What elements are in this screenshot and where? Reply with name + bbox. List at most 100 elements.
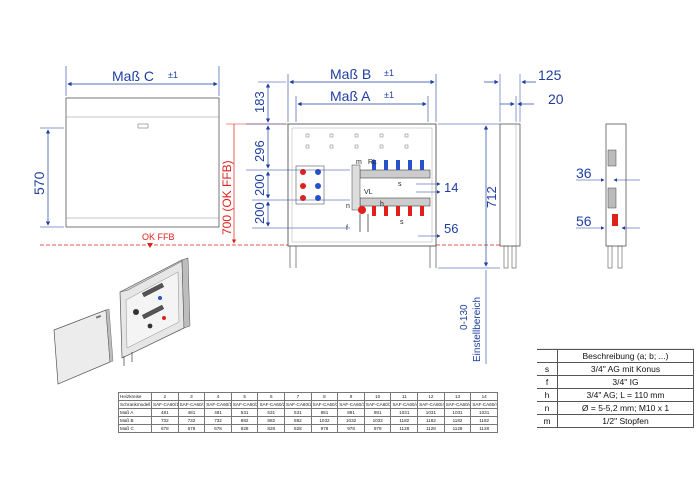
dim-table-cell: SAF-CA60/3 bbox=[310, 400, 339, 409]
legend-key: n bbox=[537, 401, 558, 415]
dim-table-cell: SAF-CA60/2 bbox=[230, 400, 259, 409]
dim-table-cell: 978 bbox=[337, 424, 365, 433]
legend-key: h bbox=[537, 388, 558, 402]
dim-table-cell: 9 bbox=[337, 392, 365, 401]
dim-table-cell: 1031 bbox=[470, 408, 498, 417]
dim-table-cell: Heizkreise bbox=[118, 392, 152, 401]
dim-table-cell: 531 bbox=[284, 408, 312, 417]
dim-table-cell: 882 bbox=[284, 416, 312, 425]
dim-table-cell: Maß B bbox=[118, 416, 152, 425]
dim-table-cell: 6 bbox=[257, 392, 286, 401]
dim-table-cell: 881 bbox=[337, 408, 365, 417]
einstellbereich-dimension: 0-130 Einstellbereich bbox=[459, 270, 487, 364]
dimension-56-center: 56 bbox=[418, 221, 458, 238]
dim-table-cell: 1182 bbox=[390, 416, 419, 425]
dim-table-cell: SAF-CA60/4 bbox=[443, 400, 472, 409]
dim-table-cell: 3 bbox=[177, 392, 206, 401]
dim-table-cell: SAF-CA60/4 bbox=[417, 400, 445, 409]
dimension-36: 36 bbox=[576, 165, 640, 182]
mass-b-label: Maß B bbox=[330, 66, 371, 82]
dim-570-label: 570 bbox=[31, 171, 47, 195]
dim-table-cell: 12 bbox=[417, 392, 445, 401]
dim-table-cell: 732 bbox=[151, 416, 179, 425]
mass-c-label: Maß C bbox=[112, 68, 154, 84]
dim-table-cell: SAF-CA60/2 bbox=[284, 400, 312, 409]
dimension-20: 20 bbox=[500, 91, 564, 122]
ok-ffb-label: OK FFB bbox=[142, 232, 175, 242]
label-vl: VL bbox=[364, 189, 373, 196]
dim-table-cell: Maß C bbox=[118, 424, 152, 433]
dim-table-cell: Maß A bbox=[118, 408, 152, 417]
dimension-mass-a: Maß A ±1 bbox=[295, 88, 429, 122]
legend-key: m bbox=[537, 414, 558, 428]
dim-table-cell: 978 bbox=[310, 424, 339, 433]
label-h: h bbox=[380, 201, 384, 208]
ok-ffb-line: OK FFB bbox=[40, 232, 500, 248]
dimension-200-bottom: 200 bbox=[252, 201, 350, 229]
legend-row: h 3/4" AG; L = 110 mm bbox=[537, 388, 694, 402]
dim-table-cell: 1128 bbox=[417, 424, 445, 433]
dimension-712: 712 bbox=[438, 123, 500, 269]
dim-table-cell: 1182 bbox=[443, 416, 472, 425]
legend-table: Beschreibung (a; b; ...) s 3/4" AG mit K… bbox=[537, 349, 694, 428]
dim-table-cell: 828 bbox=[230, 424, 259, 433]
dimension-570: 570 bbox=[31, 127, 64, 228]
dim-table-cell: 10 bbox=[363, 392, 392, 401]
dim-table-cell: SAF-CA60/2 bbox=[257, 400, 286, 409]
dim-table-cell: 1032 bbox=[310, 416, 339, 425]
isometric-cabinet-view bbox=[53, 257, 191, 385]
side-view-cabinet bbox=[499, 123, 521, 269]
legend-key: s bbox=[537, 362, 558, 376]
dim-56a-label: 56 bbox=[444, 221, 458, 236]
dimension-14: 14 bbox=[416, 180, 458, 195]
legend-value: 1/2" Stopfen bbox=[557, 414, 694, 428]
open-cabinet-front-view: m RL VL s s n f h bbox=[287, 123, 437, 268]
dimension-56-side: 56 bbox=[576, 213, 640, 230]
legend-value: 3/4" AG; L = 110 mm bbox=[557, 388, 694, 402]
legend-key: f bbox=[537, 375, 558, 389]
legend-value: 3/4" IG bbox=[557, 375, 694, 389]
dim-table-cell: 1031 bbox=[390, 408, 419, 417]
dim-table-cell: 481 bbox=[177, 408, 206, 417]
dim-table-cell: 828 bbox=[284, 424, 312, 433]
label-rl: RL bbox=[368, 159, 377, 166]
dimension-183: 183 bbox=[252, 81, 286, 123]
dim-table-cell: 678 bbox=[177, 424, 206, 433]
dim-table-cell: 1031 bbox=[443, 408, 472, 417]
dim-table-cell: SAF-CA60/1 bbox=[204, 400, 232, 409]
dim-table-cell: SAF-CA60/1 bbox=[151, 400, 179, 409]
dim-table-cell: 828 bbox=[257, 424, 286, 433]
closed-cabinet-front-view bbox=[65, 97, 220, 228]
dim-183-label: 183 bbox=[252, 91, 267, 113]
dim-table-cell: SAF-CA60/4 bbox=[470, 400, 498, 409]
mass-c-tol: ±1 bbox=[168, 70, 178, 80]
label-m: m bbox=[356, 159, 362, 166]
dim-200a-label: 200 bbox=[252, 174, 267, 196]
dim-table-cell: SAF-CA60/3 bbox=[363, 400, 392, 409]
dim-table-cell: 1032 bbox=[337, 416, 365, 425]
dim-table-cell: 1032 bbox=[363, 416, 392, 425]
legend-value: Ø = 5-5,2 mm; M10 x 1 bbox=[557, 401, 694, 415]
dim-700-label: 700 (OK FFB) bbox=[220, 160, 234, 235]
dim-table-cell: 881 bbox=[310, 408, 339, 417]
dim-table-cell: 5 bbox=[230, 392, 259, 401]
dim-table-cell: 1031 bbox=[417, 408, 445, 417]
dim-table-cell: 14 bbox=[470, 392, 498, 401]
dim-56b-label: 56 bbox=[576, 213, 592, 229]
dim-table-cell: 531 bbox=[257, 408, 286, 417]
dimension-mass-b: Maß B ±1 bbox=[287, 66, 437, 122]
dimension-mass-c: Maß C ±1 bbox=[65, 66, 220, 96]
label-s-bottom: s bbox=[400, 219, 404, 226]
dim-table-cell: 978 bbox=[363, 424, 392, 433]
dim-table-cell: 481 bbox=[151, 408, 179, 417]
label-n: n bbox=[346, 203, 350, 210]
legend-header: Beschreibung (a; b; ...) bbox=[557, 349, 694, 363]
legend-row: f 3/4" IG bbox=[537, 375, 694, 389]
dimension-125: 125 bbox=[484, 67, 562, 122]
